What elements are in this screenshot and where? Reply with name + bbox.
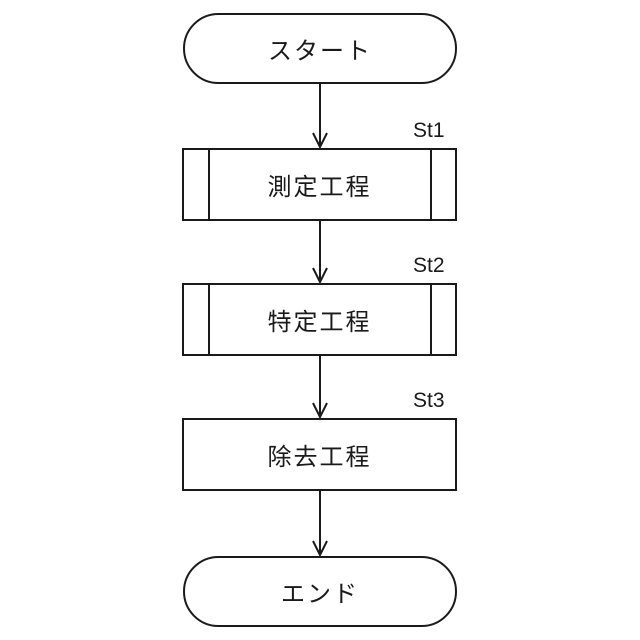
node-st1-label: 測定工程 — [267, 174, 372, 201]
st1-inner-bar-right — [430, 150, 432, 219]
st2-inner-bar-right — [430, 285, 432, 354]
node-end-terminal: エンド — [183, 556, 457, 627]
node-st1-measurement-process: 測定工程 — [182, 148, 457, 221]
arrow-st3-to-end — [312, 491, 328, 558]
arrow-start-to-st1 — [312, 84, 328, 150]
arrow-st2-to-st3 — [312, 356, 328, 420]
node-start-terminal: スタート — [183, 13, 457, 84]
node-st3-label: 除去工程 — [267, 444, 372, 471]
node-st3-removal-process: 除去工程 — [182, 418, 457, 491]
arrow-st1-to-st2 — [312, 221, 328, 285]
node-start-label: スタート — [268, 38, 372, 65]
node-st2-identification-process: 特定工程 — [182, 283, 457, 356]
st1-inner-bar-left — [208, 150, 210, 219]
step-label-st2: St2 — [413, 254, 445, 277]
step-label-st3: St3 — [413, 389, 445, 412]
node-end-label: エンド — [281, 581, 359, 608]
step-label-st1: St1 — [413, 119, 445, 142]
node-st2-label: 特定工程 — [267, 309, 372, 336]
st2-inner-bar-left — [208, 285, 210, 354]
